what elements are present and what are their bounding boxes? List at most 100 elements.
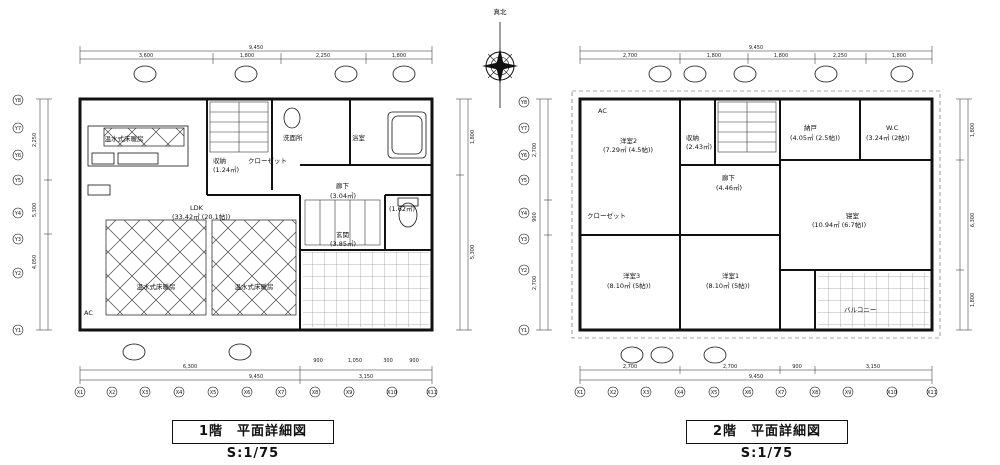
floor1-washroom-label: 洗面所 — [283, 133, 303, 142]
floor2-western3-label: 洋室3 — [623, 271, 640, 280]
floor1-axis-x7: X7 — [278, 390, 285, 396]
floor2-hall-label: 廊下 — [722, 173, 736, 182]
floor2-dim-bottom-total: 9,450 — [749, 374, 763, 380]
floor2-hall-area: (4.46㎡) — [716, 183, 742, 192]
floor2-dim-bottom-1: 2,700 — [623, 364, 637, 370]
floor1-dim-top-1: 3,600 — [139, 53, 153, 59]
floor1-entrance-label: 玄関 — [336, 230, 349, 239]
floor1-window-tags-top — [133, 65, 416, 83]
floor2-axis-x4: X4 — [677, 390, 684, 396]
floor2-dim-bottom-4: 3,150 — [866, 364, 880, 370]
floor1-bath-label: 浴室 — [352, 133, 366, 142]
floor2-balcony-area — [818, 273, 929, 327]
floor2-dim-bottom-2: 2,700 — [723, 364, 737, 370]
floor2-dim-top-1: 2,700 — [623, 53, 637, 59]
floor1-dim-top-3: 2,250 — [316, 53, 330, 59]
floor1-outer-wall — [78, 97, 434, 332]
floor1-dim-left-2: 5,300 — [32, 203, 38, 217]
floor1-dim-bottom-sub: 3,150 — [359, 374, 373, 380]
floor1-axis-y3: Y3 — [14, 237, 21, 243]
floor1-axis-x3: X3 — [142, 390, 149, 396]
floor1-heating-right-label: 温水式床暖房 — [235, 282, 274, 291]
floor2-dim-left-2: 900 — [532, 212, 538, 222]
floor1-axis-x10: X10 — [387, 390, 397, 396]
floor2-axis-y4: Y4 — [520, 211, 527, 217]
floor1-dim-bottom-total: 9,450 — [249, 374, 263, 380]
floor2-plan: 9,450 2,700 1,800 1,800 2,250 1,800 2,70… — [518, 45, 976, 398]
floor2-axis-y2: Y2 — [520, 268, 527, 274]
floor2-western1-label: 洋室1 — [722, 271, 739, 280]
floor2-dim-top-3: 1,800 — [774, 53, 788, 59]
floor1-left-dimensions — [36, 98, 52, 331]
floor1-ldk-label: LDK — [190, 204, 204, 212]
floor1-axis-y8: Y8 — [14, 98, 21, 104]
floor1-dim-right-2: 5,300 — [470, 245, 476, 259]
floor2-axis-y3: Y3 — [520, 237, 527, 243]
floor2-window-tags-bottom — [620, 346, 727, 364]
floor1-axis-x9: X9 — [346, 390, 353, 396]
floor2-axis-x1: X1 — [577, 390, 584, 396]
floor2-axis-x2: X2 — [610, 390, 617, 396]
floor1-closet-label: クローゼット — [248, 156, 287, 165]
floor2-dim-left-1: 2,700 — [532, 143, 538, 157]
floor1-entrance-tile — [303, 252, 429, 327]
floor1-dim-left-1: 2,250 — [32, 133, 38, 147]
floor2-axis-y6: Y6 — [520, 153, 527, 159]
floor1-window-tags-bottom — [122, 343, 252, 361]
floor2-closet-label: クローゼット — [587, 211, 626, 220]
floor2-western3-area: (8.10㎡ (5帖)) — [607, 281, 651, 290]
floor2-plan-title: 2階 平面詳細図 S:1/75 — [686, 420, 848, 461]
floor2-balcony-label: バルコニー — [844, 306, 876, 314]
floor1-hall-area: (3.04㎡) — [330, 191, 356, 200]
floor1-bottom-dimensions — [79, 366, 433, 384]
floor1-right-dimensions — [456, 98, 472, 331]
floor2-right-dimensions — [956, 98, 972, 331]
floor2-wic-area: (3.24㎡ (2帖)) — [866, 133, 910, 142]
floor2-axis-y5: Y5 — [520, 178, 527, 184]
floor1-axis-x4: X4 — [176, 390, 183, 396]
floor1-axis-y7: Y7 — [14, 126, 21, 132]
floor1-storage-area: (1.24㎡) — [213, 165, 239, 174]
floor1-x-axis-markers — [74, 386, 438, 398]
floor2-axis-x8: X8 — [812, 390, 819, 396]
floor2-x-axis-markers — [574, 386, 938, 398]
floor1-interior-walls — [206, 99, 432, 330]
floor1-toilet-area: (1.62㎡) — [389, 204, 415, 213]
floor2-axis-x6: X6 — [745, 390, 752, 396]
floor2-dim-right-2: 6,300 — [970, 213, 976, 227]
floor2-western2-label: 洋室2 — [620, 136, 637, 145]
floor1-dim-top-2: 1,800 — [240, 53, 254, 59]
floor2-bottom-dimensions — [579, 366, 933, 384]
floor2-wic-label: W.C — [886, 124, 899, 132]
floor-plan-sheet: 真北 9,450 3,600 1,800 2,250 1,800 — [12, 7, 976, 398]
floor2-axis-y7: Y7 — [520, 126, 527, 132]
floor1-fixtures — [283, 107, 427, 228]
floor2-left-dimensions — [536, 98, 552, 331]
floor2-roof-outline — [571, 90, 941, 339]
floor1-axis-x5: X5 — [210, 390, 217, 396]
floor1-floor-heating-areas — [103, 127, 297, 316]
floor1-plan: 9,450 3,600 1,800 2,250 1,800 2,250 5,30… — [12, 45, 476, 398]
floor1-top-dimensions — [79, 46, 433, 64]
north-arrow-icon: 真北 — [482, 7, 518, 108]
floor1-axis-y1: Y1 — [14, 328, 21, 334]
floor2-total-width: 9,450 — [749, 45, 763, 51]
floor1-dim-right-1: 1,800 — [470, 130, 476, 144]
floor2-western1-area: (8.10㎡ (5帖)) — [706, 281, 750, 290]
floor2-axis-x11: X11 — [927, 390, 937, 396]
floor1-ldk-area: (33.42㎡ (20.1帖)) — [172, 212, 230, 221]
floor1-axis-y5: Y5 — [14, 178, 21, 184]
floor2-dim-right-1: 1,800 — [970, 123, 976, 137]
floor2-y-axis-markers — [518, 96, 530, 336]
floor1-axis-x8: X8 — [312, 390, 319, 396]
floor2-dim-top-4: 2,250 — [833, 53, 847, 59]
floor2-closet-room-area: (4.05㎡ (2.5帖)) — [790, 133, 840, 142]
floor2-window-tags-top — [648, 65, 914, 83]
floor2-outer-wall — [578, 97, 934, 332]
floor2-bedroom-label: 寝室 — [846, 211, 860, 220]
floor1-dim-bottom-3: 1,050 — [348, 358, 362, 364]
floor1-axis-y4: Y4 — [14, 211, 21, 217]
floor2-interior-walls — [580, 99, 932, 330]
floor2-dim-top-2: 1,800 — [707, 53, 721, 59]
floor2-axis-y1: Y1 — [520, 328, 527, 334]
